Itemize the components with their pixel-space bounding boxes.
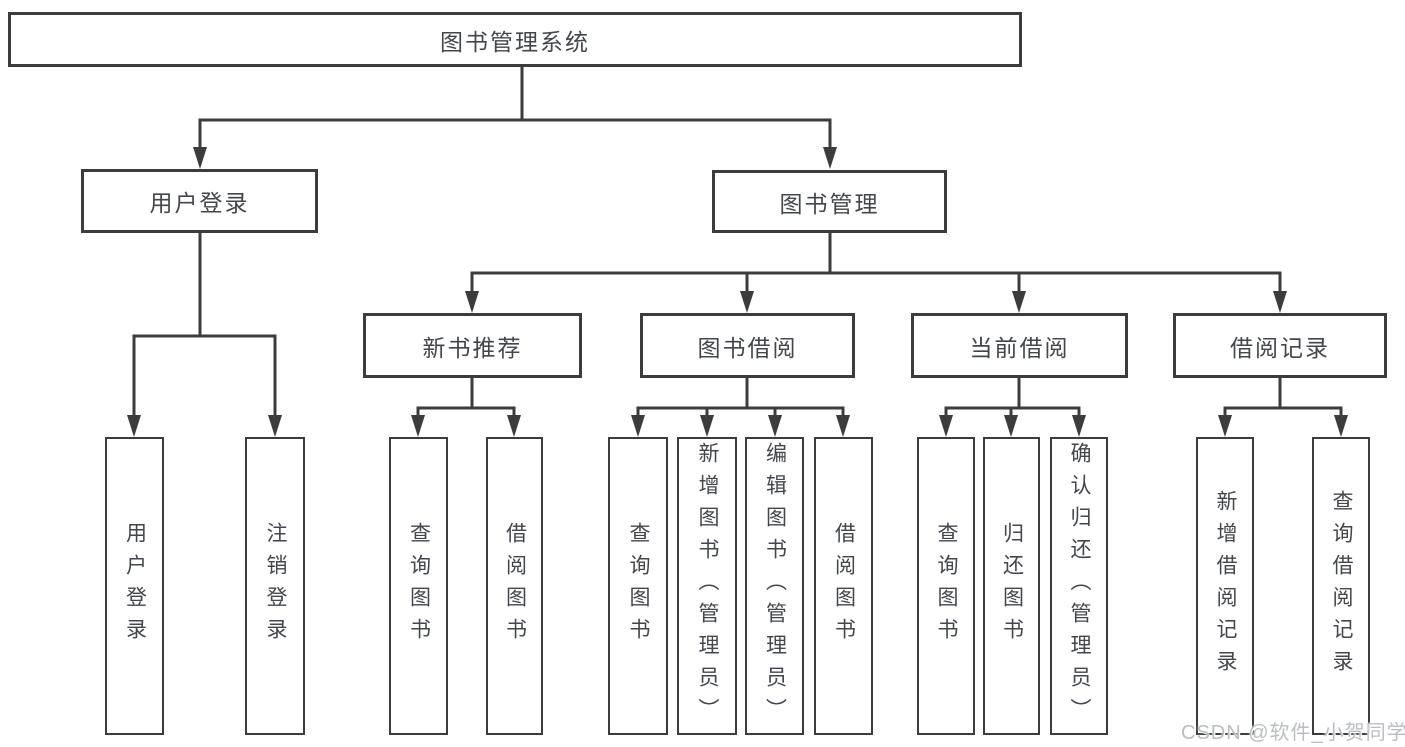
leaf-current-return-books: 归还图书 — [983, 437, 1040, 735]
connector-borrowing-rail — [636, 376, 845, 422]
node-borrowing-records: 借阅记录 — [1173, 313, 1387, 378]
node-book-management: 图书管理 — [712, 170, 947, 233]
leaf-user-login: 用户登录 — [105, 437, 164, 735]
leaf-borrowing-query-books: 查询图书 — [608, 437, 668, 735]
leaf-borrowing-borrow-books: 借阅图书 — [814, 437, 873, 735]
leaf-current-query-books: 查询图书 — [917, 437, 975, 735]
connector-records-rail — [1223, 376, 1343, 422]
leaf-recommend-borrow-books: 借阅图书 — [486, 437, 543, 735]
node-user-login: 用户登录 — [81, 169, 318, 233]
connector-root-rail — [198, 65, 832, 154]
connector-new-book-rail — [416, 376, 516, 422]
leaf-borrowing-edit-books-admin: 编辑图书（管理员） — [745, 437, 804, 735]
csdn-watermark: CSDN @软件_小贺同学 — [1181, 722, 1405, 744]
leaf-records-add-record: 新增借阅记录 — [1196, 437, 1254, 735]
node-new-book-recommendation: 新书推荐 — [363, 313, 582, 378]
arrow-heads — [127, 147, 1348, 437]
leaf-borrowing-add-books-admin: 新增图书（管理员） — [677, 437, 737, 735]
connector-user-login-rail — [132, 231, 277, 422]
node-book-borrowing: 图书借阅 — [640, 313, 855, 378]
leaf-current-confirm-return-admin: 确认归还（管理员） — [1050, 437, 1108, 735]
node-root: 图书管理系统 — [8, 12, 1022, 67]
leaf-records-query-record: 查询借阅记录 — [1312, 437, 1370, 735]
leaf-logout: 注销登录 — [245, 437, 305, 735]
connector-current-rail — [944, 376, 1081, 422]
connector-book-mgmt-rail — [470, 231, 1282, 297]
node-current-borrowing: 当前借阅 — [911, 313, 1128, 378]
leaf-recommend-query-books: 查询图书 — [389, 437, 448, 735]
